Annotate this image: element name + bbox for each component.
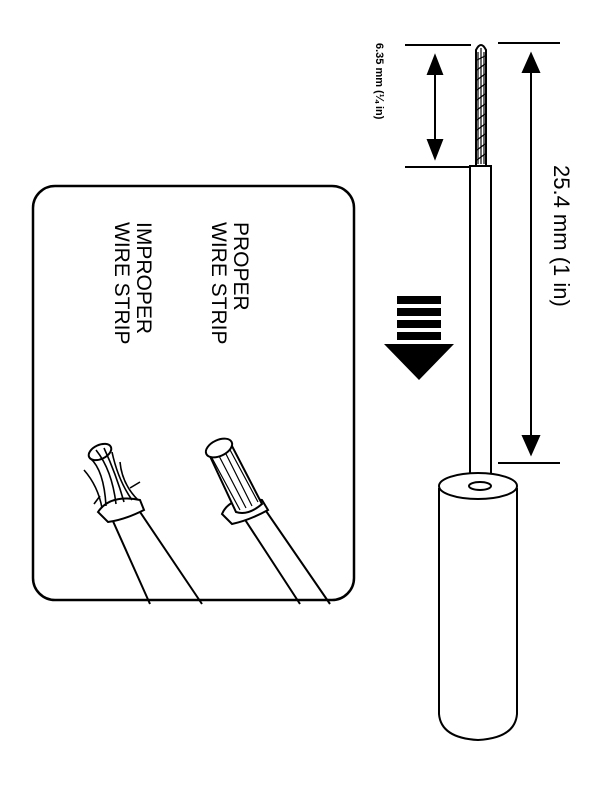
jacket-end [438, 472, 518, 500]
improper-label-line1: IMPROPER [132, 222, 155, 335]
inner-insulation [469, 165, 492, 489]
legend-box [31, 184, 356, 602]
stripped-wire [438, 44, 518, 742]
proper-label-line2: WIRE STRIP [207, 222, 230, 345]
proper-wire-illustration [204, 437, 331, 605]
proper-label: PROPER WIRE STRIP [207, 222, 252, 345]
outer-jacket [438, 488, 518, 742]
dimension-lines [405, 42, 560, 464]
improper-label: IMPROPER WIRE STRIP [110, 222, 155, 345]
improper-label-line2: WIRE STRIP [110, 222, 133, 345]
proper-strands [211, 447, 259, 511]
conductor-strands [476, 48, 486, 164]
short-dimension-label: 6.35 mm (¼ in) [373, 43, 385, 120]
proper-label-line1: PROPER [229, 222, 252, 311]
direction-arrow-icon [384, 296, 454, 380]
improper-wire-illustration [83, 442, 203, 605]
frayed-strands [83, 447, 141, 509]
long-dimension-label: 25.4 mm (1 in) [549, 165, 574, 307]
